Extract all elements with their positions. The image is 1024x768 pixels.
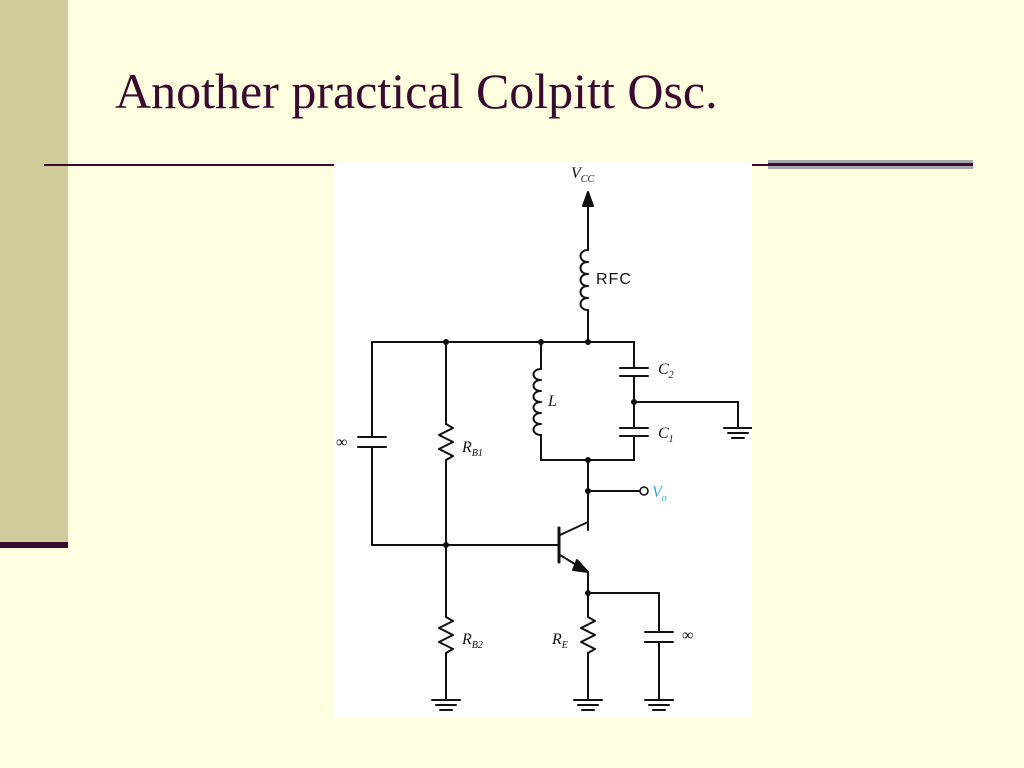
junction-dot bbox=[443, 339, 449, 345]
junction-dot bbox=[585, 488, 591, 494]
junction-dot bbox=[585, 590, 591, 596]
colpitts-schematic: VCC RFC C2 C1 L RB1 RB2 RE Vo ∞ ∞ bbox=[336, 165, 752, 711]
npn-transistor bbox=[557, 521, 589, 573]
c2-label: C2 bbox=[658, 361, 674, 381]
tank-inductor bbox=[532, 368, 542, 436]
inductor-l-label: L bbox=[547, 393, 557, 410]
title-rule-mid bbox=[752, 164, 768, 166]
junction-dot bbox=[631, 399, 637, 405]
slide-title: Another practical Colpitt Osc. bbox=[115, 63, 718, 119]
junction-dot bbox=[538, 339, 544, 345]
bypass-infinity-label: ∞ bbox=[682, 627, 693, 644]
title-rule-accent-line bbox=[768, 163, 973, 166]
side-accent-underline bbox=[0, 542, 68, 548]
rfc-inductor bbox=[579, 249, 589, 311]
side-accent-bar bbox=[0, 0, 68, 545]
rb2-resistor bbox=[438, 616, 454, 654]
rb1-resistor bbox=[438, 423, 454, 461]
rb1-label: RB1 bbox=[461, 439, 483, 459]
c1-label: C1 bbox=[658, 425, 674, 445]
ground-symbol-tank bbox=[723, 427, 752, 439]
output-terminal bbox=[639, 486, 649, 496]
vcc-label: VCC bbox=[571, 165, 594, 185]
circuit-figure: VCC RFC C2 C1 L RB1 RB2 RE Vo ∞ ∞ bbox=[334, 162, 752, 718]
ground-symbol-rb2 bbox=[431, 699, 461, 711]
junction-dot bbox=[443, 542, 449, 548]
junction-dot bbox=[585, 339, 591, 345]
re-resistor bbox=[580, 616, 596, 654]
title-rule-left bbox=[44, 164, 334, 166]
rb2-label: RB2 bbox=[461, 631, 483, 651]
ground-symbol-re bbox=[573, 699, 603, 711]
junction-dot bbox=[585, 457, 591, 463]
ground-symbol-bypass bbox=[644, 699, 674, 711]
coupling-infinity-label: ∞ bbox=[336, 434, 347, 451]
rfc-label: RFC bbox=[596, 271, 632, 288]
re-label: RE bbox=[551, 631, 568, 651]
vcc-supply-arrow bbox=[582, 191, 594, 251]
output-vo-label: Vo bbox=[652, 484, 667, 504]
